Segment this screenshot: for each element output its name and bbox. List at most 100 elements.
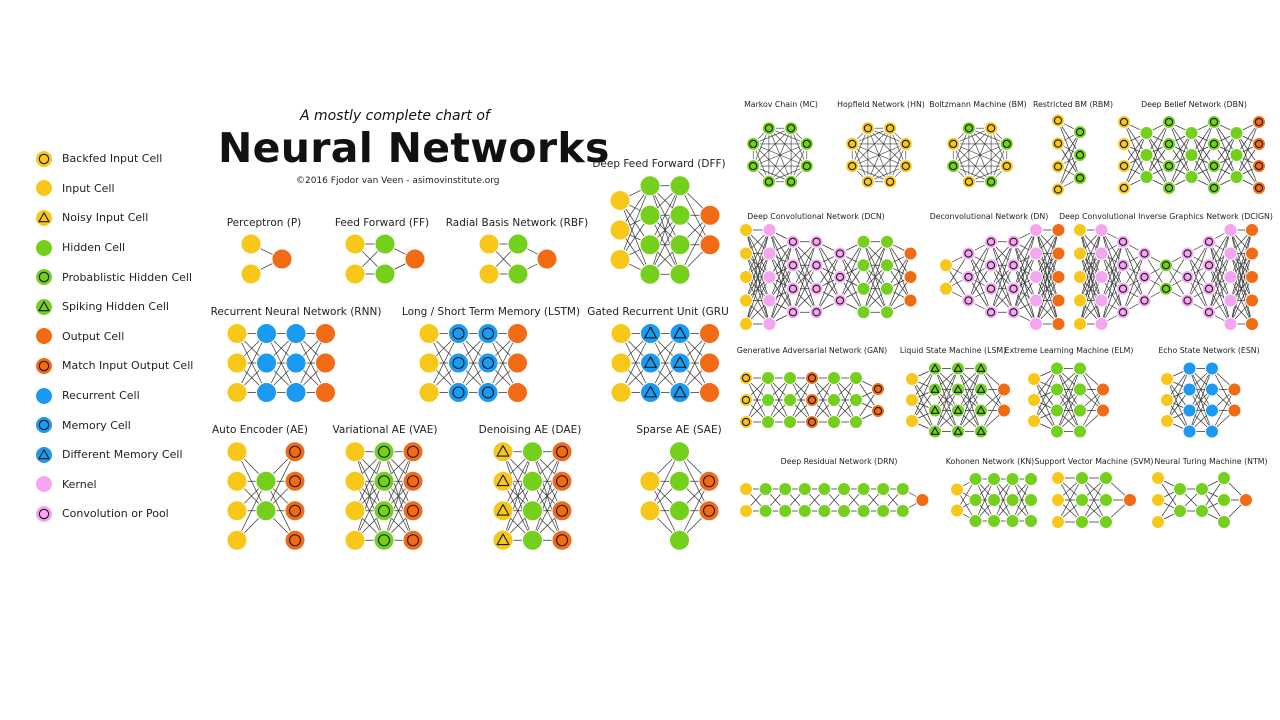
- output-cell: [1245, 293, 1259, 308]
- connection-line: [1079, 276, 1102, 325]
- input-cell: [639, 470, 661, 492]
- hidden-cell: [1139, 148, 1154, 162]
- conv-cell-icon: [35, 504, 53, 523]
- hidden-cell: [374, 233, 396, 255]
- hidden-cell: [1075, 493, 1089, 507]
- conv-cell: [1180, 270, 1195, 284]
- conv-cell: [809, 305, 824, 320]
- hidden-cell: [1024, 514, 1038, 528]
- kernel-cell: [1223, 317, 1238, 331]
- output-cell: [507, 352, 528, 374]
- input-cell: [1027, 372, 1041, 386]
- hidden-cell: [849, 415, 863, 429]
- hidden-cell: [255, 470, 277, 492]
- input-cell: [939, 281, 953, 296]
- hidden-cell: [522, 500, 543, 522]
- conv-cell: [1116, 258, 1130, 273]
- memory-cell: [448, 352, 469, 374]
- connection-line: [619, 185, 651, 260]
- hidden-cell: [797, 504, 812, 518]
- input-cell: [1073, 317, 1087, 331]
- hidden-cell: [1075, 515, 1089, 529]
- cells: [939, 223, 1066, 331]
- input-cell: [1160, 393, 1174, 407]
- memory-cell: [477, 382, 499, 403]
- backfed-cell: [946, 136, 961, 151]
- backfed-cell: [883, 121, 898, 136]
- connection-line: [1079, 389, 1104, 432]
- cells: [1027, 361, 1110, 439]
- prob-cell: [1159, 281, 1173, 296]
- hidden-cell: [1195, 504, 1209, 518]
- connection-line: [968, 128, 992, 182]
- bm-network: Boltzmann Machine (BM): [929, 100, 1027, 189]
- recurrent-cell: [1205, 403, 1219, 418]
- connection-line: [792, 265, 817, 313]
- p-network: Perceptron (P): [227, 217, 301, 285]
- connection-line: [1168, 132, 1192, 189]
- recurrent-cell: [285, 352, 307, 374]
- input-cell: [1151, 471, 1165, 485]
- output-cell: [1245, 270, 1259, 284]
- conv-cell: [1180, 246, 1195, 261]
- cells: [905, 361, 1011, 439]
- input-cell: [1160, 414, 1174, 428]
- prob-cell: [946, 159, 961, 174]
- chart-credit: ©2016 Fjodor van Veen - asimovinstitute.…: [296, 176, 500, 186]
- backfed-cell: [845, 159, 860, 174]
- diffmem-cell: [669, 352, 691, 374]
- prob-cell: [1073, 148, 1087, 162]
- legend-item-kernel: Kernel: [34, 470, 204, 500]
- output-cell: [1051, 270, 1066, 284]
- connection-line: [816, 253, 841, 313]
- cells: [1051, 471, 1137, 529]
- hidden-cell: [522, 470, 543, 492]
- input-cell: [226, 470, 248, 492]
- connection-line: [768, 127, 808, 167]
- connection-line: [620, 333, 651, 393]
- connection-line: [745, 253, 770, 325]
- legend-label: Hidden Cell: [62, 241, 126, 255]
- output-cell: [1051, 223, 1066, 237]
- backfed-cell: [739, 371, 753, 385]
- hidden-cell: [669, 234, 691, 256]
- hidden-cell: [1024, 472, 1038, 486]
- conv-cell: [809, 258, 824, 273]
- connections: [620, 333, 710, 393]
- cell-legend: Backfed Input Cell Input Cell Noisy Inpu…: [34, 144, 204, 529]
- connection-line: [1211, 389, 1235, 432]
- legend-label: Recurrent Cell: [62, 389, 140, 403]
- output-cell: [1245, 246, 1259, 261]
- connection-line: [487, 333, 518, 393]
- conv-cell: [1202, 234, 1216, 249]
- backfed-cell: [860, 121, 875, 136]
- prob-cell: [961, 121, 976, 136]
- output-cell: [507, 323, 528, 344]
- network-label: Restricted BM (RBM): [1033, 100, 1113, 109]
- spiking-cell: [928, 424, 942, 439]
- connection-line: [1230, 229, 1253, 278]
- conv-cell: [1202, 305, 1216, 320]
- spiking-cell: [928, 382, 942, 397]
- hidden-cell: [1184, 148, 1199, 162]
- output-cell: [915, 493, 930, 507]
- network-label: Deep Convolutional Inverse Graphics Netw…: [1059, 212, 1273, 221]
- match-cell: [1252, 181, 1266, 195]
- connection-line: [1236, 121, 1260, 178]
- backfed-cell: [845, 136, 860, 151]
- cells: [946, 121, 1014, 189]
- ae-network: Auto Encoder (AE): [212, 424, 308, 551]
- connection-line: [1122, 253, 1145, 313]
- hidden-cell: [856, 504, 871, 518]
- input-cell: [739, 246, 753, 261]
- spiking-cell: [974, 424, 988, 439]
- network-label: Denoising AE (DAE): [479, 424, 582, 436]
- recurrent-cell: [256, 352, 277, 374]
- connection-line: [679, 481, 710, 541]
- input-cell: [950, 503, 964, 518]
- connection-line: [863, 241, 888, 289]
- prob-cell: [1162, 137, 1176, 151]
- input-cell: [1160, 372, 1174, 386]
- connection-line: [265, 451, 296, 511]
- input-cell: [344, 233, 366, 255]
